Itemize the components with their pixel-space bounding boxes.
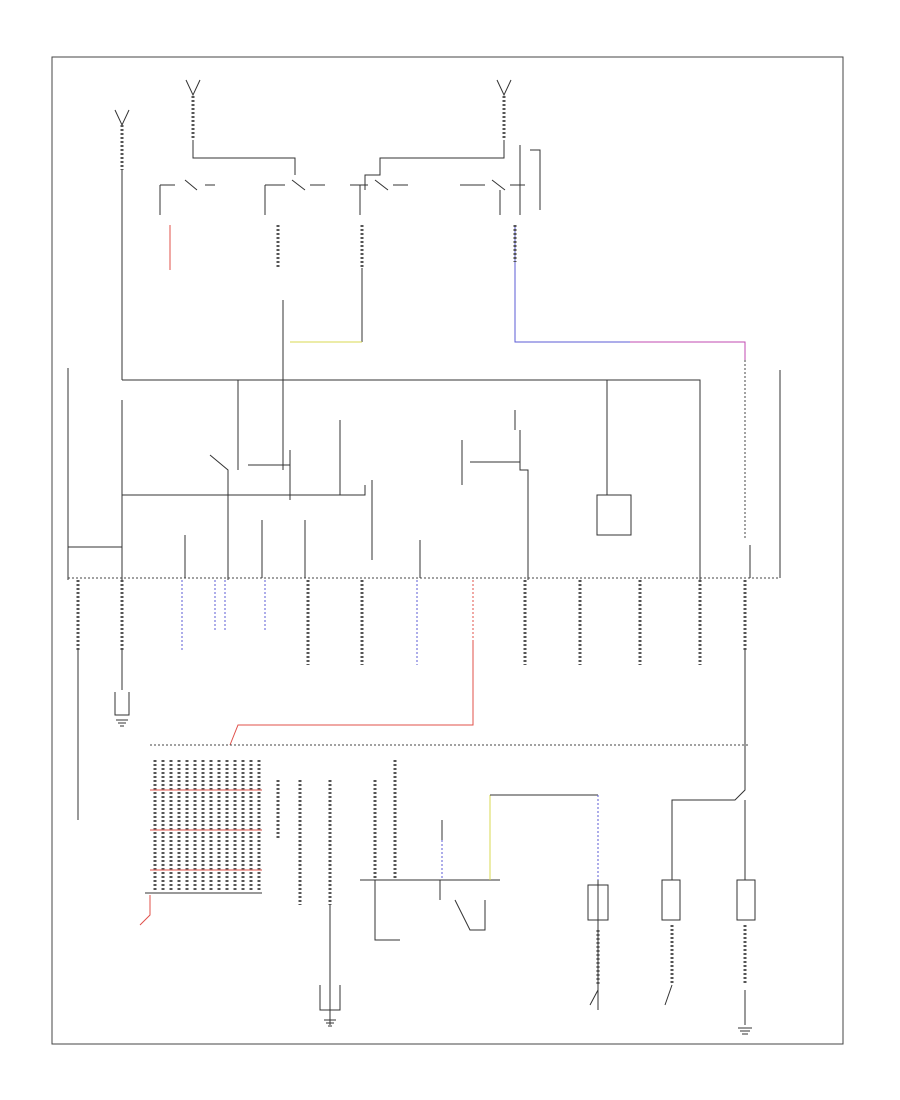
relay-icon xyxy=(596,494,632,536)
switch-icon xyxy=(264,179,325,215)
ground-icon xyxy=(738,990,752,1035)
diagram-frame xyxy=(51,56,844,1045)
power-source-2 xyxy=(496,79,512,140)
ground-icon xyxy=(114,650,130,727)
switch-icon xyxy=(159,179,215,215)
power-source-3 xyxy=(114,109,130,170)
ground-icon xyxy=(319,985,341,1027)
switch-icon xyxy=(460,179,525,215)
switch-icon xyxy=(350,179,408,215)
power-source-1 xyxy=(185,79,201,140)
connector-icon xyxy=(150,760,262,890)
